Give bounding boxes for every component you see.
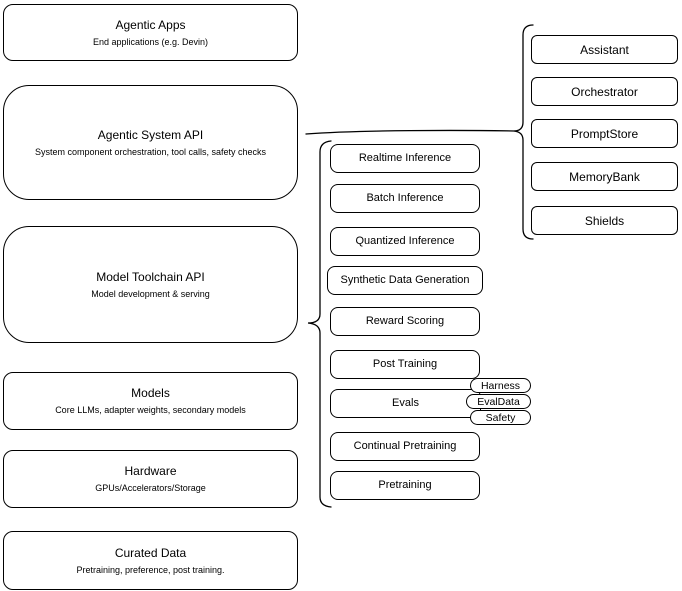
node-shields: Shields [531,206,678,235]
node-curated-data: Curated Data Pretraining, preference, po… [3,531,298,590]
node-quantized-inference: Quantized Inference [330,227,480,256]
node-agentic-apps: Agentic Apps End applications (e.g. Devi… [3,4,298,61]
node-promptstore: PromptStore [531,119,678,148]
node-evals: Evals [330,389,481,418]
node-agentic-system-api: Agentic System API System component orch… [3,85,298,200]
node-subtitle: End applications (e.g. Devin) [92,36,209,47]
tag-harness: Harness [470,378,531,393]
node-reward-scoring: Reward Scoring [330,307,480,336]
connector-system-api-line [305,129,515,135]
node-model-toolchain-api: Model Toolchain API Model development & … [3,226,298,343]
node-subtitle: Model development & serving [91,288,210,299]
node-models: Models Core LLMs, adapter weights, secon… [3,372,298,430]
node-title: Models [131,386,170,400]
node-batch-inference: Batch Inference [330,184,480,213]
brace-system-components [513,24,534,240]
node-orchestrator: Orchestrator [531,77,678,106]
node-subtitle: Core LLMs, adapter weights, secondary mo… [55,405,246,415]
node-subtitle: GPUs/Accelerators/Storage [95,483,206,493]
node-title: Agentic System API [97,127,204,142]
brace-toolchain [307,140,332,508]
node-pretraining: Pretraining [330,471,480,500]
node-title: Hardware [124,464,177,478]
node-post-training: Post Training [330,350,480,379]
tag-safety: Safety [470,410,531,425]
node-hardware: Hardware GPUs/Accelerators/Storage [3,450,298,508]
node-subtitle: System component orchestration, tool cal… [34,146,267,157]
node-continual-pretraining: Continual Pretraining [330,432,480,461]
node-realtime-inference: Realtime Inference [330,144,480,173]
node-title: Model Toolchain API [96,269,205,284]
node-subtitle: Pretraining, preference, post training. [76,564,225,575]
node-assistant: Assistant [531,35,678,64]
node-synthetic-data-generation: Synthetic Data Generation [327,266,483,295]
node-memorybank: MemoryBank [531,162,678,191]
node-title: Agentic Apps [115,17,186,32]
tag-evaldata: EvalData [466,394,531,409]
node-title: Curated Data [114,545,187,560]
